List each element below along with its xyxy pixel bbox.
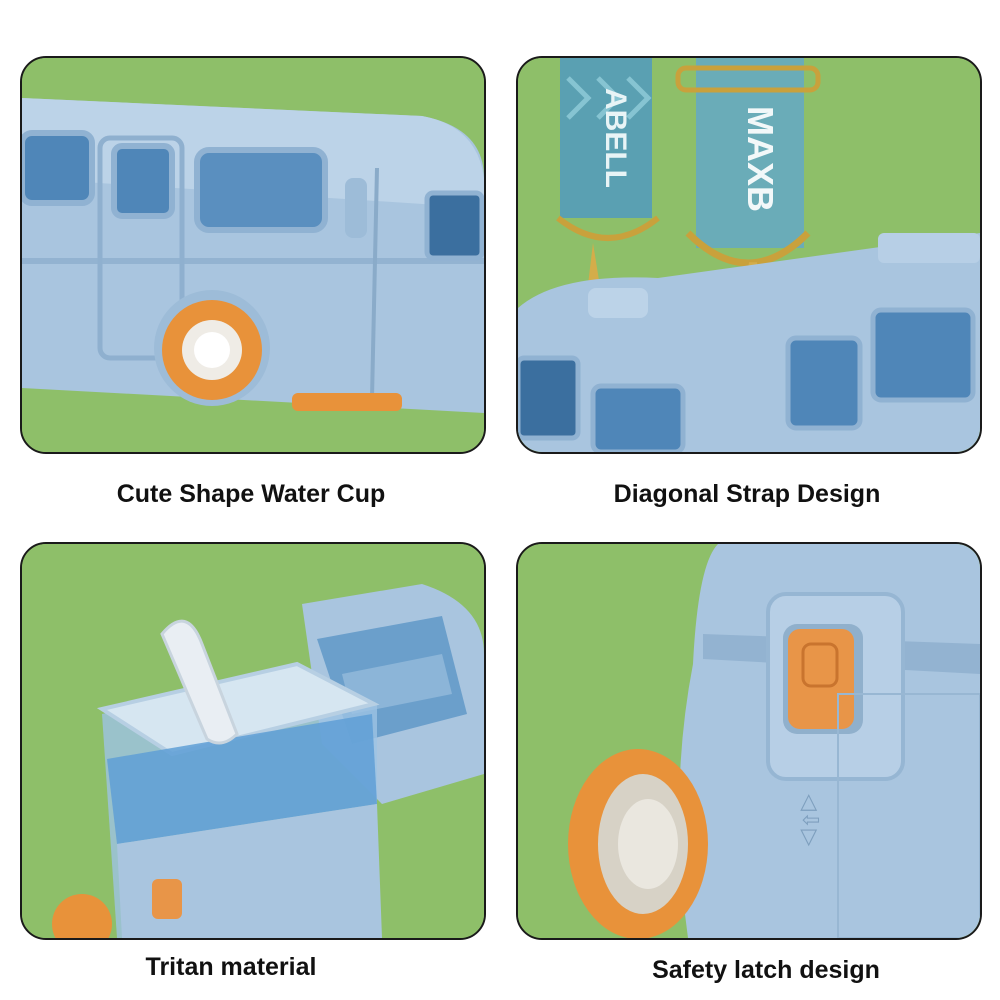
photo-strap: ABELL MAXB: [516, 56, 982, 454]
caption-safety-latch: Safety latch design: [652, 956, 880, 984]
bus-door-window: [111, 143, 175, 219]
bus-window: [194, 147, 328, 233]
strap-illustration: ABELL MAXB: [518, 58, 980, 452]
photo-safety-latch: ◁⇩▷: [516, 542, 982, 940]
caption-diagonal-strap: Diagonal Strap Design: [613, 480, 881, 508]
bus-front-window: [590, 383, 686, 452]
bus-front-window: [518, 355, 581, 441]
wheel-icon: [52, 894, 112, 938]
latch-icon: [152, 879, 182, 919]
strap-text-left: ABELL: [599, 88, 632, 188]
bus-window: [870, 307, 976, 403]
svg-text:◁⇩▷: ◁⇩▷: [798, 794, 823, 846]
strap-text-right: MAXB: [740, 106, 781, 212]
safety-latch-illustration: ◁⇩▷: [518, 544, 980, 938]
bus-window: [22, 130, 95, 206]
bus-front-window: [424, 190, 484, 261]
photo-tritan-cup: [20, 542, 486, 940]
bus-window: [785, 335, 863, 431]
tritan-cup-illustration: [22, 544, 484, 938]
photo-bus-side: [20, 56, 486, 454]
caption-cute-shape: Cute Shape Water Cup: [116, 480, 386, 508]
bus-side-illustration: [22, 58, 484, 452]
caption-tritan-material: Tritan material: [145, 953, 317, 981]
straw-icon: [160, 619, 239, 745]
cup-lid-top: [96, 661, 380, 757]
